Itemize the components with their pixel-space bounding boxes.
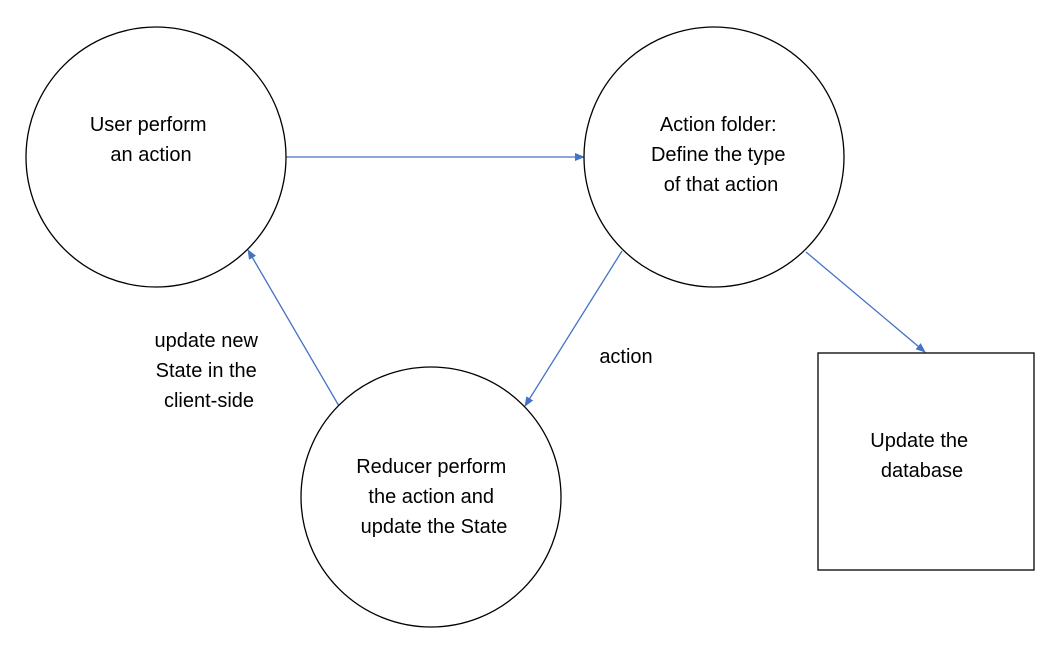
edge-label-update-state-line-2: State in the — [156, 360, 257, 382]
node-user-perform-action: User perform an action — [25, 26, 287, 288]
node-action-folder: Action folder: Define the type of that a… — [583, 26, 845, 288]
node-reducer-line-1: Reducer perform — [356, 456, 506, 478]
edge-action-folder-to-database — [805, 251, 926, 353]
edge-label-action-line-1: action — [599, 346, 652, 368]
svg-text:Update the database: Update the database — [870, 430, 973, 482]
node-database-line-2: database — [881, 460, 963, 482]
svg-text:User perform an action: User perform an action — [90, 114, 212, 166]
edge-action-folder-to-reducer — [524, 250, 623, 407]
svg-text:Action folder: Define th: Action folder: Define the type of that a… — [651, 114, 791, 196]
node-action-folder-line-2: Define the type — [651, 144, 786, 166]
svg-text:Reducer perform the acti: Reducer perform the action and update th… — [356, 456, 512, 538]
node-action-folder-line-3: of that action — [664, 174, 779, 196]
edge-label-update-state-line-3: client-side — [164, 390, 254, 412]
edge-label-update-state-line-1: update new — [155, 330, 259, 352]
node-user-line-2: an action — [110, 144, 191, 166]
edge-label-action: action — [599, 346, 652, 368]
node-user-line-1: User perform — [90, 114, 207, 136]
edge-label-update-state: update new State in the client-side — [155, 330, 264, 412]
node-action-folder-line-1: Action folder: — [660, 114, 777, 136]
node-reducer-line-2: the action and — [368, 486, 494, 508]
node-reducer-line-3: update the State — [361, 516, 508, 538]
node-reducer: Reducer perform the action and update th… — [300, 366, 562, 628]
node-database-line-1: Update the — [870, 430, 968, 452]
edge-reducer-to-user — [247, 249, 340, 407]
node-update-database: Update the database — [817, 352, 1035, 571]
